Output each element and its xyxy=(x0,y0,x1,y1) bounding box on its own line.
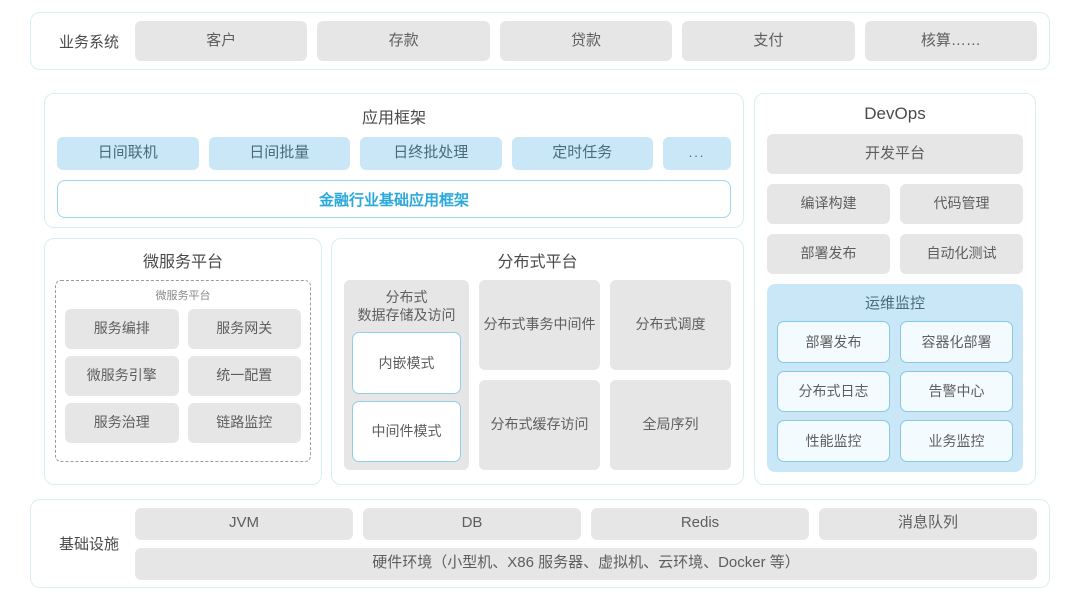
af-item-daytime-batch[interactable]: 日间批量 xyxy=(208,137,350,170)
distributed-platform-card: 分布式平台 分布式 数据存储及访问 内嵌模式 中间件模式 分布式 事务中间件 分… xyxy=(331,238,744,485)
devops-items-grid: 编译构建 代码管理 部署发布 自动化测试 xyxy=(767,184,1023,274)
af-item-endofday-batch[interactable]: 日终批处理 xyxy=(360,137,502,170)
af-item-daytime-online[interactable]: 日间联机 xyxy=(57,137,199,170)
micro-item-service-governance[interactable]: 服务治理 xyxy=(65,403,179,443)
application-framework-title: 应用框架 xyxy=(361,110,426,127)
micro-item-unified-config[interactable]: 统一配置 xyxy=(187,356,301,396)
infra-item-hardware-environment[interactable]: 硬件环境（小型机、X86 服务器、虚拟机、云环境、Docker 等） xyxy=(135,547,1037,580)
infra-item-jvm[interactable]: JVM xyxy=(135,507,353,540)
ops-item-performance-monitoring[interactable]: 性能监控 xyxy=(777,420,890,462)
devops-card: DevOps 开发平台 编译构建 代码管理 部署发布 自动化测试 运维监控 部署… xyxy=(754,93,1036,485)
microservice-platform-title: 微服务平台 xyxy=(142,254,223,271)
af-item-more[interactable]: ... xyxy=(663,137,731,170)
micro-item-microservice-engine[interactable]: 微服务引擎 xyxy=(65,356,179,396)
business-system-items: 客户 存款 贷款 支付 核算…… xyxy=(135,21,1038,61)
microservice-inner-title: 微服务平台 xyxy=(155,290,211,302)
infrastructure-content: JVM DB Redis 消息队列 硬件环境（小型机、X86 服务器、虚拟机、云… xyxy=(135,507,1037,580)
business-item-customer[interactable]: 客户 xyxy=(135,21,308,61)
dist-item-cache-access[interactable]: 分布式 缓存访问 xyxy=(479,380,600,470)
distributed-platform-title: 分布式平台 xyxy=(497,254,578,271)
dist-item-transaction-middleware[interactable]: 分布式 事务中间件 xyxy=(479,280,600,370)
devops-title: DevOps xyxy=(864,104,926,123)
micro-item-service-orchestration[interactable]: 服务编排 xyxy=(65,309,179,349)
microservice-inner-dashed-box: 微服务平台 服务编排 服务网关 微服务引擎 统一配置 服务治理 链路监控 xyxy=(55,280,311,462)
application-framework-card: 应用框架 日间联机 日间批量 日终批处理 定时任务 ... 金融行业基础应用框架 xyxy=(44,93,744,228)
distributed-items-grid: 分布式 事务中间件 分布式调度 分布式 缓存访问 全局序列 xyxy=(479,280,731,470)
infra-item-message-queue[interactable]: 消息队列 xyxy=(819,507,1037,540)
devops-item-code-management[interactable]: 代码管理 xyxy=(900,184,1023,224)
application-framework-pills: 日间联机 日间批量 日终批处理 定时任务 ... xyxy=(57,137,731,170)
business-item-deposit[interactable]: 存款 xyxy=(317,21,490,61)
ops-monitoring-grid: 部署发布 容器化部署 分布式日志 告警中心 性能监控 业务监控 xyxy=(777,321,1013,462)
ops-monitoring-title: 运维监控 xyxy=(864,295,925,312)
devops-item-deploy-release[interactable]: 部署发布 xyxy=(767,234,890,274)
business-item-loan[interactable]: 贷款 xyxy=(499,21,673,61)
micro-item-link-monitoring[interactable]: 链路监控 xyxy=(187,403,301,443)
infrastructure-items: JVM DB Redis 消息队列 xyxy=(135,507,1037,540)
ops-monitoring-group: 运维监控 部署发布 容器化部署 分布式日志 告警中心 性能监控 业务监控 xyxy=(767,284,1023,472)
dist-item-transaction-middleware-line2: 事务中间件 xyxy=(525,316,596,333)
business-system-label: 业务系统 xyxy=(58,33,119,51)
distributed-data-storage-group: 分布式 数据存储及访问 内嵌模式 中间件模式 xyxy=(344,280,469,470)
infrastructure-row: 基础设施 JVM DB Redis 消息队列 硬件环境（小型机、X86 服务器、… xyxy=(30,499,1050,588)
business-item-payment[interactable]: 支付 xyxy=(682,21,855,61)
microservice-platform-card: 微服务平台 微服务平台 服务编排 服务网关 微服务引擎 统一配置 服务治理 链路… xyxy=(44,238,322,485)
dist-item-scheduling[interactable]: 分布式调度 xyxy=(610,280,731,370)
distributed-data-storage-title-line2: 数据存储及访问 xyxy=(357,307,456,324)
dist-item-cache-access-line2: 缓存访问 xyxy=(532,416,589,433)
devops-item-dev-platform[interactable]: 开发平台 xyxy=(767,134,1023,174)
dist-mode-embedded[interactable]: 内嵌模式 xyxy=(352,332,461,394)
dist-item-transaction-middleware-line1: 分布式 xyxy=(483,316,526,333)
af-item-scheduled-task[interactable]: 定时任务 xyxy=(511,137,653,170)
infrastructure-label: 基础设施 xyxy=(58,536,119,553)
ops-item-containerized-deploy[interactable]: 容器化部署 xyxy=(900,321,1013,363)
distributed-data-storage-title: 分布式 数据存储及访问 xyxy=(352,288,461,324)
ops-item-alert-center[interactable]: 告警中心 xyxy=(900,370,1013,413)
financial-base-framework-banner: 金融行业基础应用框架 xyxy=(57,180,731,218)
micro-item-service-gateway[interactable]: 服务网关 xyxy=(187,309,301,349)
infra-item-redis[interactable]: Redis xyxy=(591,507,809,540)
devops-item-compile-build[interactable]: 编译构建 xyxy=(767,184,890,224)
distributed-data-storage-title-line1: 分布式 xyxy=(385,289,428,305)
infra-item-db[interactable]: DB xyxy=(363,507,581,540)
microservice-items-grid: 服务编排 服务网关 微服务引擎 统一配置 服务治理 链路监控 xyxy=(65,309,301,443)
business-item-accounting[interactable]: 核算…… xyxy=(864,21,1038,61)
business-system-row: 业务系统 客户 存款 贷款 支付 核算…… xyxy=(30,12,1050,70)
devops-item-automated-testing[interactable]: 自动化测试 xyxy=(900,234,1023,274)
ops-item-deploy-release[interactable]: 部署发布 xyxy=(777,321,890,363)
dist-item-global-sequence[interactable]: 全局序列 xyxy=(610,380,731,470)
distributed-platform-body: 分布式 数据存储及访问 内嵌模式 中间件模式 分布式 事务中间件 分布式调度 分… xyxy=(344,280,731,470)
dist-item-cache-access-line1: 分布式 xyxy=(490,416,533,433)
ops-item-business-monitoring[interactable]: 业务监控 xyxy=(900,420,1013,462)
ops-item-distributed-log[interactable]: 分布式日志 xyxy=(777,370,890,413)
dist-mode-middleware[interactable]: 中间件模式 xyxy=(352,400,461,462)
